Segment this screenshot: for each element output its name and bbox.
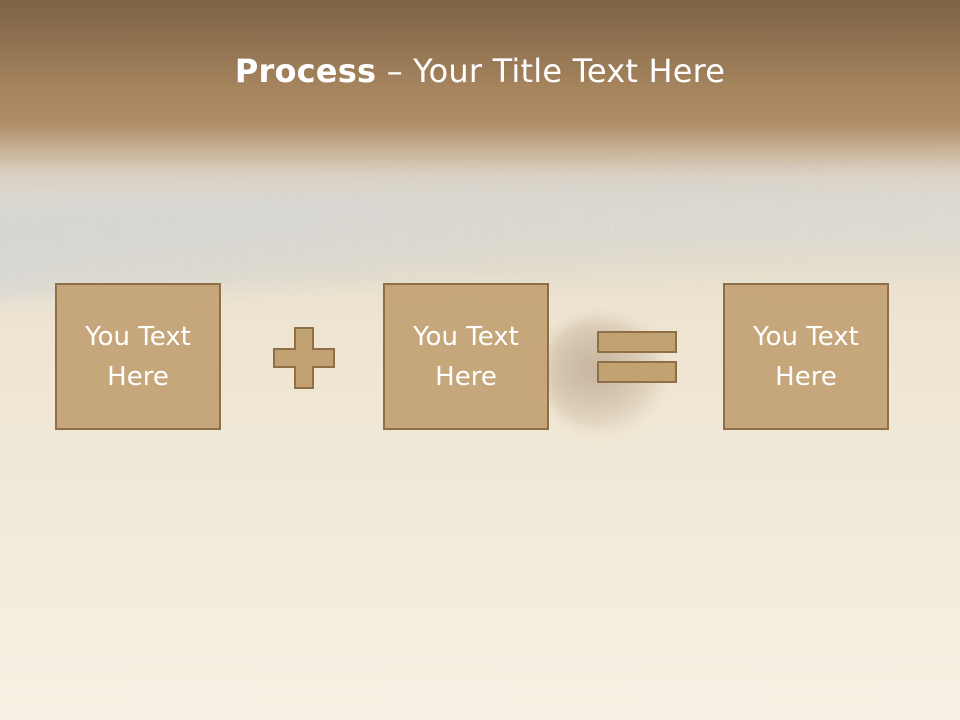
process-box-3-text: You Text Here: [753, 321, 859, 392]
equals-icon: [597, 331, 677, 383]
process-box-2-text: You Text Here: [413, 321, 519, 392]
process-box-2[interactable]: You Text Here: [383, 283, 549, 430]
background-texture: [0, 430, 960, 630]
process-box-1-text: You Text Here: [85, 321, 191, 392]
slide-title-rest: – Your Title Text Here: [376, 52, 726, 90]
plus-icon: [273, 327, 335, 389]
slide-title: Process – Your Title Text Here: [0, 52, 960, 90]
process-box-3[interactable]: You Text Here: [723, 283, 889, 430]
slide-title-bold: Process: [234, 52, 377, 90]
process-box-1[interactable]: You Text Here: [55, 283, 221, 430]
